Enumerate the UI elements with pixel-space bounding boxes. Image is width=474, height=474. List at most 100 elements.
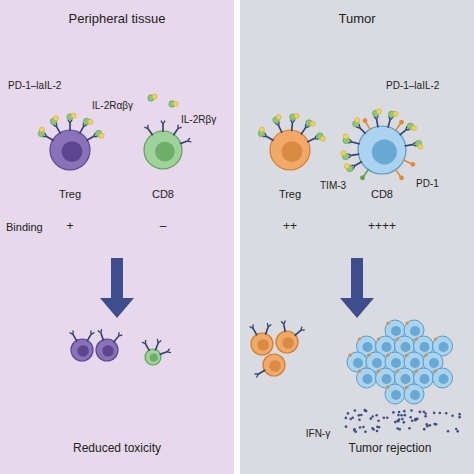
il2-receptor bbox=[155, 343, 158, 351]
surface-marker bbox=[424, 353, 427, 356]
pd1-binder bbox=[341, 151, 346, 156]
ifn-gamma-dot bbox=[398, 418, 401, 421]
cell-label: CD8 bbox=[152, 188, 174, 201]
cell-nucleus bbox=[410, 390, 420, 400]
ifn-gamma-dot bbox=[370, 417, 373, 420]
il2-receptor bbox=[57, 127, 61, 134]
pd1-binder bbox=[376, 109, 381, 114]
cell-nucleus bbox=[391, 358, 401, 368]
pd1-binder bbox=[276, 115, 281, 120]
cell-nucleus bbox=[410, 326, 420, 336]
ifn-gamma-dot bbox=[345, 417, 348, 420]
tumor-cd8-cell bbox=[404, 384, 424, 404]
pd1-binder bbox=[71, 113, 76, 118]
ifn-gamma-dot bbox=[358, 414, 361, 417]
ifn-gamma-dot bbox=[409, 416, 412, 419]
down-arrow bbox=[100, 258, 134, 318]
surface-marker bbox=[358, 337, 361, 340]
cell-body bbox=[358, 126, 406, 174]
ifn-gamma-dot bbox=[394, 421, 397, 424]
surface-marker bbox=[367, 353, 370, 356]
ifn-gamma-dot bbox=[345, 425, 348, 428]
cell-body bbox=[263, 354, 285, 376]
surface-marker bbox=[434, 337, 437, 340]
ifn-gamma-dot bbox=[426, 425, 429, 428]
pd1-binder bbox=[393, 111, 398, 116]
il2-receptor bbox=[146, 344, 150, 351]
il2-receptor-arm bbox=[84, 125, 88, 127]
pd1-binder bbox=[411, 126, 416, 131]
binding-score: – bbox=[160, 220, 167, 234]
cell-outline bbox=[260, 122, 320, 182]
ifn-gamma-dot bbox=[424, 412, 427, 415]
pd1-stalk bbox=[395, 169, 400, 176]
il2-receptor bbox=[355, 162, 362, 166]
pd1-binder bbox=[294, 113, 299, 118]
ligand-label: PD-1–laIL-2 bbox=[8, 80, 61, 92]
binding-score: ++ bbox=[283, 220, 297, 234]
tumor-panel-ground bbox=[240, 0, 474, 474]
cell-nucleus bbox=[420, 374, 430, 384]
cell-nucleus bbox=[363, 342, 373, 352]
il2-receptor-arm bbox=[167, 351, 171, 353]
cell-illustrations bbox=[69, 94, 460, 433]
pd1-binder bbox=[99, 133, 104, 138]
surface-marker bbox=[386, 385, 389, 388]
tumor-panel: TumorTumor rejectionTregCD8 bbox=[240, 0, 474, 474]
il2-receptor-arm bbox=[100, 329, 102, 333]
pd1-stalk bbox=[395, 124, 400, 131]
il2-receptor bbox=[267, 137, 274, 141]
ifn-gamma-dot bbox=[458, 416, 461, 419]
ifn-gamma-dot bbox=[433, 412, 436, 415]
il2-receptor bbox=[80, 127, 84, 134]
cd8-cell: CD8 bbox=[133, 122, 193, 210]
pd1-stalk bbox=[366, 122, 371, 130]
pd1-head bbox=[399, 175, 404, 180]
il2-receptor-arm bbox=[178, 127, 182, 129]
cell-nucleus bbox=[257, 339, 268, 350]
ifn-gamma-dot bbox=[458, 413, 461, 416]
row-label: Binding bbox=[6, 221, 43, 234]
receptor-label: IL-2Rαβγ bbox=[92, 100, 133, 112]
treg-cell: Treg bbox=[260, 122, 320, 210]
treg-cell: Treg bbox=[40, 122, 100, 210]
cell-label: Treg bbox=[279, 188, 301, 201]
ifn-gamma-dot bbox=[362, 426, 365, 429]
il2-receptor bbox=[160, 352, 168, 355]
il2-receptor bbox=[73, 334, 77, 341]
cell-nucleus bbox=[372, 358, 382, 368]
pd1-binder bbox=[173, 101, 178, 106]
pd1-binder bbox=[259, 127, 264, 132]
ifn-gamma-dot bbox=[358, 418, 361, 421]
il2-receptor bbox=[173, 129, 178, 136]
ifn-gamma-dot bbox=[414, 418, 417, 421]
cell-nucleus bbox=[150, 353, 158, 361]
il2-receptor-arm bbox=[187, 140, 191, 142]
down-arrow bbox=[340, 258, 374, 318]
il2-receptor-arm bbox=[158, 340, 161, 342]
il2-receptor-arm bbox=[305, 126, 309, 128]
il2-receptor-arm bbox=[72, 330, 73, 334]
cell-body bbox=[251, 333, 273, 355]
ifn-gamma-dot bbox=[347, 412, 350, 415]
ifn-gamma-dot bbox=[439, 412, 442, 415]
ifn-gamma-dot bbox=[411, 419, 414, 422]
il2-receptor-arm bbox=[301, 329, 305, 331]
binding-score: ++++ bbox=[368, 220, 396, 234]
ifn-gamma-dot bbox=[386, 416, 389, 419]
cell-nucleus bbox=[282, 337, 293, 348]
surface-marker bbox=[377, 337, 380, 340]
pd1-binder bbox=[88, 119, 93, 124]
il2-receptor bbox=[87, 334, 91, 341]
il2-receptor bbox=[101, 333, 104, 341]
il2-receptor bbox=[279, 126, 282, 133]
il2-receptor-arm bbox=[252, 324, 253, 328]
ifn-gamma-dot bbox=[375, 414, 378, 417]
ifn-gamma-dot bbox=[447, 430, 450, 433]
ifn-gamma-dot bbox=[359, 426, 362, 429]
cell-nucleus bbox=[391, 326, 401, 336]
pd1-binder bbox=[310, 121, 315, 126]
ifn-gamma-dot bbox=[404, 414, 407, 417]
pd1-binder bbox=[39, 127, 44, 132]
panel-heading: Tumor bbox=[338, 12, 375, 27]
